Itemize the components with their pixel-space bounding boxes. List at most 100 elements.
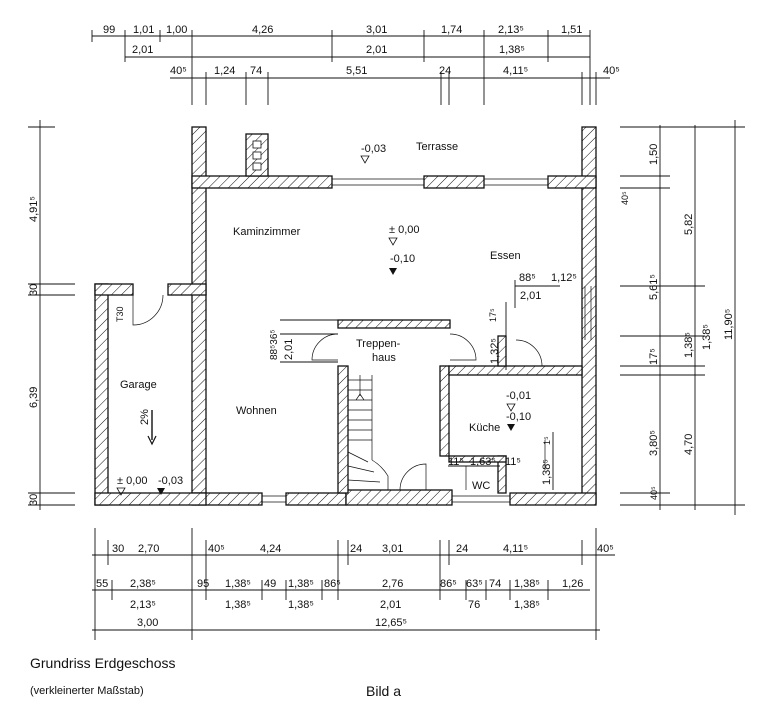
label-treppenhaus-2: haus (372, 352, 396, 364)
dim-bot-r1: 40⁵ (208, 543, 225, 555)
dim-inner-hall-a: 17⁵ (488, 308, 498, 322)
dim-bot-r1: 40⁵ (597, 543, 614, 555)
dim-right-col2: 4,70 (683, 434, 695, 455)
dim-bot-r3: 1,38⁵ (225, 599, 251, 611)
wall-north-3 (547, 175, 597, 189)
openings (132, 178, 592, 503)
dim-bot-r2: 86⁵ (440, 578, 457, 590)
dim-bot-r2: 2,76 (382, 578, 403, 590)
level-slope: 2% (139, 409, 151, 425)
wall-south-4 (509, 492, 597, 506)
garage-wall-north-2 (167, 283, 207, 296)
dim-bot-r2: 86⁵ (324, 578, 341, 590)
dim-bot-r1: 4,11⁵ (503, 543, 528, 555)
dim-bot-r3: 1,38⁵ (514, 599, 540, 611)
dim-bot-r2: 1,26 (562, 578, 583, 590)
wall-north-1 (191, 175, 333, 189)
dim-bot-r3: 2,13⁵ (130, 599, 156, 611)
dim-bot-r2: 49 (264, 578, 276, 590)
dim-left: 30 (28, 284, 40, 296)
wc-wall-north (448, 455, 507, 463)
dimension-lines (28, 30, 745, 640)
level-garage-a: ± 0,00 (117, 475, 148, 487)
level-main-bot: -0,10 (390, 253, 415, 265)
dim-bot-r2: 2,38⁵ (130, 578, 156, 590)
level-terrasse: -0,03 (361, 143, 386, 155)
dim-right-col1: 1,50 (648, 144, 660, 165)
dim-top-r1: 99 (103, 24, 115, 36)
label-kaminzimmer: Kaminzimmer (233, 226, 301, 238)
dim-left: 30 (28, 494, 40, 506)
dim-top-r1: 1,00 (166, 24, 187, 36)
label-kueche: Küche (469, 422, 500, 434)
dim-right-col3: 1,38⁵ (701, 324, 713, 350)
label-treppenhaus-1: Treppen- (356, 338, 401, 350)
dim-bot-r3: 76 (468, 599, 480, 611)
wall-south-3 (345, 489, 453, 506)
dim-inner-essen-a: 88⁵ (519, 272, 536, 284)
dim-left: 4,91⁵ (28, 196, 40, 222)
dim-bot-r3: 1,38⁵ (288, 599, 314, 611)
dim-bot-r1: 24 (456, 543, 468, 555)
label-garage: Garage (120, 379, 157, 391)
dim-bot-r4: 12,65⁵ (375, 617, 407, 629)
dim-top-r3: 4,11⁵ (503, 65, 528, 77)
dim-bot-r1: 30 (112, 543, 124, 555)
dim-inner-essen-b: 1,12⁵ (551, 272, 577, 284)
dim-right-col1: 40⁵ (649, 486, 659, 500)
dim-right-col1: 17⁵ (648, 348, 660, 365)
dim-inner-wc-a: 11⁵ (448, 456, 464, 468)
wall-north-2 (423, 175, 485, 189)
dim-bot-r2: 1,38⁵ (514, 578, 540, 590)
dim-top-r1: 1,74 (441, 24, 462, 36)
dim-top-r1: 1,01 (133, 24, 154, 36)
stair-wall-west (337, 365, 349, 494)
dim-bot-r2: 74 (489, 578, 501, 590)
dim-top-r1: 1,51 (561, 24, 582, 36)
dim-top-r3: 40⁵ (170, 65, 187, 77)
dim-inner-hall-b: 1,32⁵ (489, 338, 501, 364)
dim-right-col2: 1,38⁵ (683, 332, 695, 358)
dim-inner-stair-b: 2,01 (283, 339, 295, 360)
dim-top-r2: 2,01 (366, 44, 387, 56)
dim-top-r1: 4,26 (252, 24, 273, 36)
dim-bot-r2: 55 (96, 578, 108, 590)
dim-bot-r1: 4,24 (260, 543, 281, 555)
dim-top-r3: 1,24 (214, 65, 235, 77)
dim-right-col1: 5,61⁵ (648, 274, 660, 300)
dim-inner-kue-b: 1,38⁵ (541, 459, 553, 485)
label-wc: WC (472, 480, 490, 492)
stair-wall-north (337, 319, 451, 329)
level-kueche-b: -0,10 (506, 411, 531, 423)
caption-figure: Bild a (366, 683, 402, 699)
dim-inner-wc-c: 11⁵ (505, 456, 521, 468)
wall-south-2 (285, 492, 347, 506)
dim-top-r3: 40⁵ (603, 65, 620, 77)
dim-inner-kue-a: 1⁵ (542, 436, 552, 445)
level-main-top: ± 0,00 (389, 224, 420, 236)
garage-wall-south (94, 492, 207, 506)
dim-bot-r3: 2,01 (380, 599, 401, 611)
staircase (347, 375, 389, 490)
dim-right-col2: 5,82 (683, 214, 695, 235)
garage-wall-west (94, 283, 109, 506)
dim-bot-r1: 3,01 (382, 543, 403, 555)
label-essen: Essen (490, 250, 521, 262)
dim-right-col1: 3,80⁵ (648, 430, 660, 456)
dim-bot-r1: 2,70 (138, 543, 159, 555)
dim-top-r3: 5,51 (346, 65, 367, 77)
dim-right-col3: 11,90⁵ (723, 309, 735, 340)
stair-wall-east (439, 365, 450, 457)
level-markers (116, 155, 516, 496)
dim-inner-stair-a: 88⁵36⁵ (269, 329, 280, 360)
dim-top-r2: 1,38⁵ (499, 44, 525, 56)
dim-bot-r4: 3,00 (137, 617, 158, 629)
dim-top-r3: 24 (439, 65, 451, 77)
dim-bot-r2: 1,38⁵ (225, 578, 251, 590)
dim-left: 6,39 (28, 387, 40, 408)
dim-bot-r2: 63⁵ (466, 578, 483, 590)
level-garage-b: -0,03 (158, 475, 183, 487)
dim-inner-essen-c: 2,01 (520, 290, 541, 302)
caption-scale: (verkleinerter Maßstab) (30, 685, 144, 697)
